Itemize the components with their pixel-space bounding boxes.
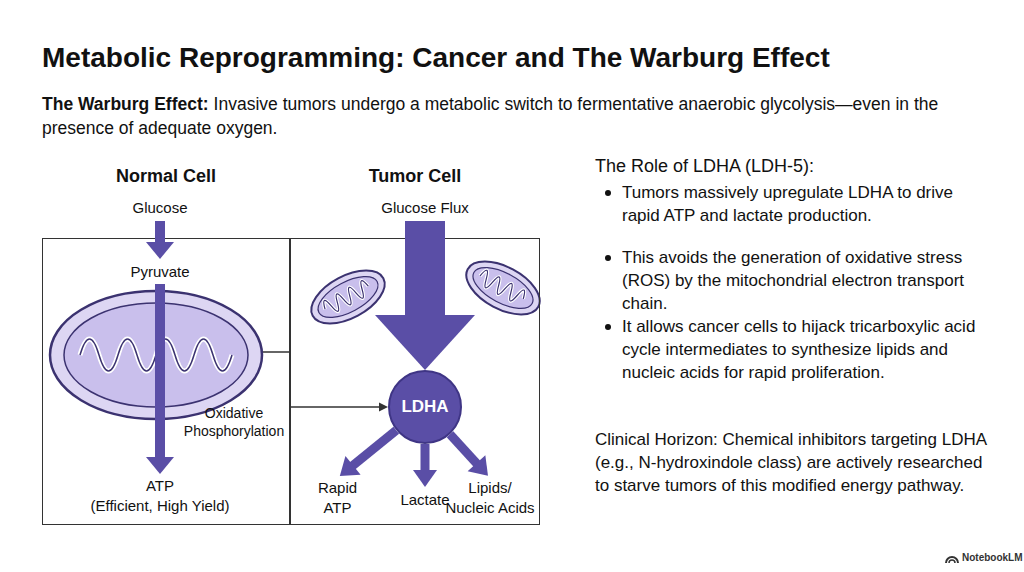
cristae — [321, 279, 372, 316]
inner-membrane — [312, 268, 384, 325]
arrow-shaft — [450, 434, 477, 464]
output-label: Rapid ATP — [310, 478, 365, 518]
inner-membrane — [467, 259, 539, 316]
flow-arrow — [375, 221, 475, 370]
arrow-shaft — [421, 444, 430, 471]
arrow-shaft — [155, 284, 165, 458]
node-text: ATP — [60, 476, 260, 496]
icon-arc — [946, 557, 958, 563]
arrow-head — [340, 456, 361, 476]
outer-membrane — [458, 251, 548, 326]
note-text: Clinical Horizon: Chemical inhibitors ta… — [595, 428, 1000, 497]
node-text: Lipids/ Nucleic Acids — [443, 478, 537, 518]
arrow-shaft — [290, 406, 380, 408]
arrow-shaft — [405, 221, 445, 316]
node-text: Glucose Flux — [370, 198, 480, 218]
flow-arrow — [413, 444, 437, 487]
node-text: (Efficient, High Yield) — [60, 496, 260, 516]
inner-membrane — [64, 303, 248, 407]
flow-arrow — [340, 430, 396, 476]
flow-arrow — [146, 284, 174, 474]
output-label: ATP(Efficient, High Yield) — [60, 476, 260, 518]
bullet-text: Tumors massively upregulate LDHA to driv… — [622, 181, 994, 227]
enzyme-disc — [389, 371, 461, 443]
cristae — [476, 269, 527, 306]
intro-heading: The Warburg Effect: — [42, 94, 209, 114]
bullet-dot — [605, 255, 611, 261]
cristae — [80, 339, 232, 371]
arrow-head — [413, 470, 437, 487]
panel-heading: Tumor Cell — [290, 164, 540, 188]
flow-arrow — [146, 221, 174, 259]
panel-heading: Normal Cell — [42, 164, 290, 188]
arrow-shaft — [352, 430, 396, 466]
diagram-title: Metabolic Reprogramming: Cancer and The … — [42, 40, 830, 76]
intro-paragraph: The Warburg Effect:Invasive tumors under… — [42, 92, 982, 140]
mitochondrion-illustration — [458, 251, 548, 326]
arrow-shaft — [155, 221, 165, 243]
watermark: NotebookLM — [962, 552, 1024, 564]
output-label: Lipids/ Nucleic Acids — [443, 478, 537, 518]
intro-text: Invasive tumors undergo a metabolic swit… — [42, 94, 938, 138]
flow-arrow — [290, 403, 388, 412]
enzyme-name: LDHA — [388, 370, 462, 444]
bullet-text: It allows cancer cells to hijack tricarb… — [622, 315, 994, 384]
cristae — [321, 279, 372, 316]
bullet-text: This avoids the generation of oxidative … — [622, 246, 994, 315]
arrow-head — [146, 242, 174, 259]
flow-arrow — [450, 434, 488, 475]
section-heading: The Role of LDHA (LDH-5): — [595, 154, 1015, 178]
outer-membrane — [50, 291, 262, 419]
mitochondrion-illustration — [50, 291, 262, 419]
bullet-dot — [605, 190, 611, 196]
bullet-dot — [605, 324, 611, 330]
icon-arc — [949, 560, 955, 563]
cristae — [476, 269, 527, 306]
edge-label: Oxidative Phosphorylation — [180, 404, 288, 440]
cristae — [80, 339, 232, 371]
node-text: Pyruvate — [100, 262, 220, 282]
enzyme-circle: LDHA — [388, 370, 462, 444]
leader-line — [262, 351, 290, 353]
watermark-icon — [946, 557, 958, 563]
node-text: Glucose — [105, 198, 215, 218]
mitochondrion-illustration — [303, 260, 393, 335]
metabolite-label: Glucose Flux — [370, 198, 480, 218]
node-text: Rapid ATP — [310, 478, 365, 518]
arrow-head — [146, 457, 174, 474]
cell-panel: Glucose FluxLDHARapid ATPLactateLipids/ … — [290, 160, 540, 525]
outer-membrane — [303, 260, 393, 335]
cell-panel: GlucosePyruvateATP(Efficient, High Yield… — [42, 160, 290, 525]
arrow-head — [379, 403, 388, 412]
metabolite-label: Glucose — [105, 198, 215, 218]
metabolite-label: Pyruvate — [100, 262, 220, 282]
arrow-head — [375, 315, 475, 370]
arrow-head — [468, 455, 488, 476]
